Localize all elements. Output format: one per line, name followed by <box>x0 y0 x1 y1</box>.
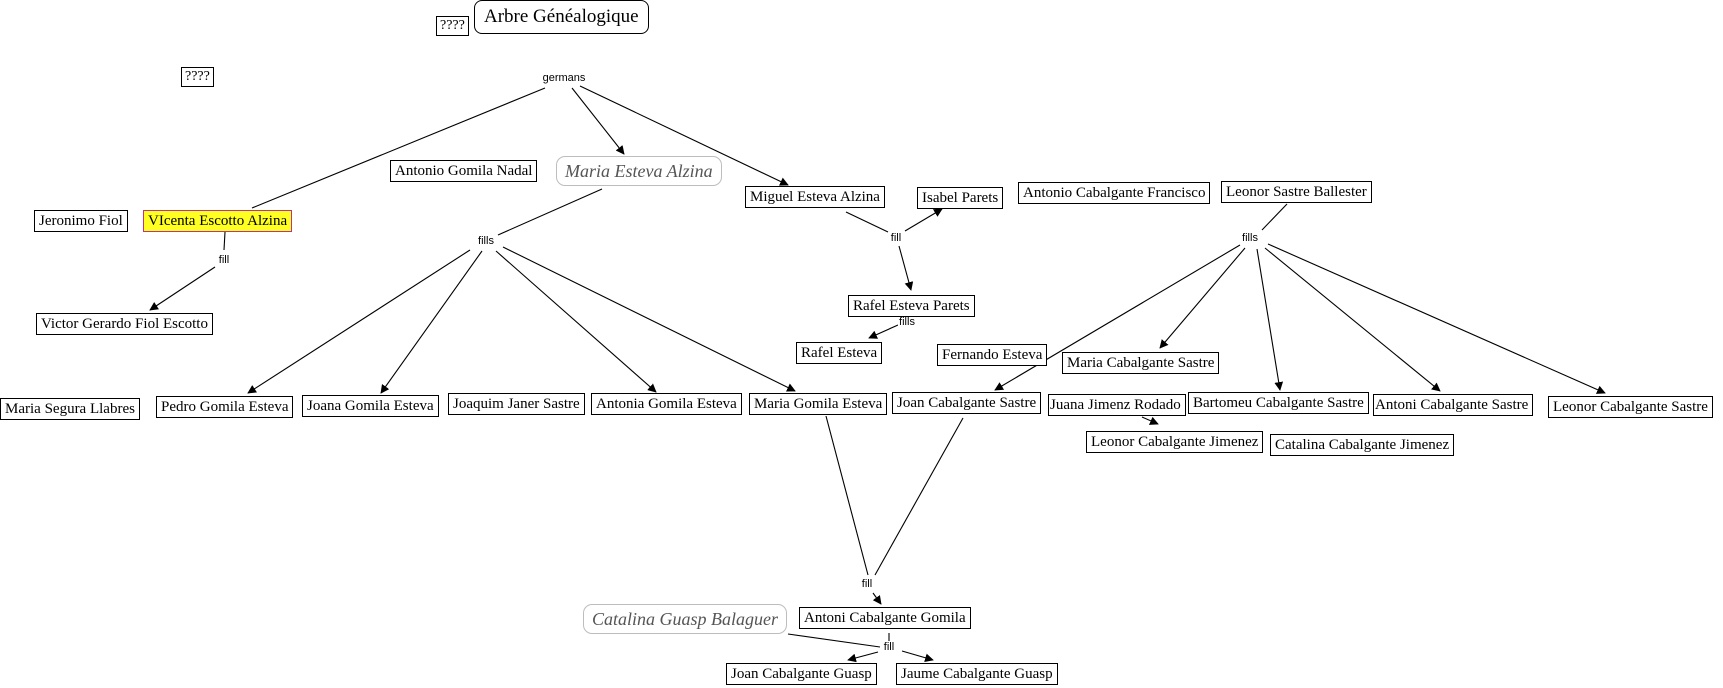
person-node-catalina-cabalgante-jimenez[interactable]: Catalina Cabalgante Jimenez <box>1270 434 1455 456</box>
person-node-rafel-esteva[interactable]: Rafel Esteva <box>796 342 883 364</box>
edge-fill-antonicg <box>872 592 882 605</box>
edge-fills-pedro <box>247 249 471 394</box>
connector-label-fill: fill <box>882 641 896 653</box>
diagram-title[interactable]: Arbre Généalogique <box>474 0 649 34</box>
person-node-pedro-gomila-esteva[interactable]: Pedro Gomila Esteva <box>156 396 294 418</box>
edge-juana-leonorcj <box>1141 416 1159 425</box>
person-node-fernando-esteva[interactable]: Fernando Esteva <box>937 344 1048 366</box>
edge-fills-bartomeu <box>1256 248 1284 391</box>
edge-fill-victor <box>149 266 216 311</box>
edge-fills-mariage <box>502 246 796 392</box>
person-node-maria-gomila-esteva[interactable]: Maria Gomila Esteva <box>749 393 888 415</box>
person-node-maria-esteva-alzina[interactable]: Maria Esteva Alzina <box>556 156 722 186</box>
person-node-leonor-cabalgante-jimenez[interactable]: Leonor Cabalgante Jimenez <box>1086 431 1264 453</box>
person-node-isabel-parets[interactable]: Isabel Parets <box>917 187 1004 209</box>
person-node-joana-gomila-esteva[interactable]: Joana Gomila Esteva <box>302 395 439 417</box>
edge-germans-miguel <box>579 85 789 186</box>
edge-leonor-fills <box>1261 203 1288 231</box>
person-node-leonor-cabalgante-sastre[interactable]: Leonor Cabalgante Sastre <box>1548 396 1713 418</box>
person-node-bartomeu-cabalgante-sastre[interactable]: Bartomeu Cabalgante Sastre <box>1188 392 1369 414</box>
person-node-antonio-gomila-nadal[interactable]: Antonio Gomila Nadal <box>390 160 538 182</box>
edge-fills-mariacs <box>1159 247 1246 349</box>
connector-label-fill: fill <box>889 232 903 244</box>
person-node-joaquim-janer-sastre[interactable]: Joaquim Janer Sastre <box>448 393 585 415</box>
person-node-victor-gerardo-fiol-escotto[interactable]: Victor Gerardo Fiol Escotto <box>36 313 213 335</box>
edge-fill-rafel <box>898 245 914 291</box>
person-node-antoni-cabalgante-gomila[interactable]: Antoni Cabalgante Gomila <box>799 607 971 629</box>
person-node-miguel-esteva-alzina[interactable]: Miguel Esteva Alzina <box>745 186 885 208</box>
edge-fills-rafele <box>868 324 899 339</box>
connector-label-fill: fill <box>860 578 874 590</box>
edge-fills-antonia <box>495 250 657 393</box>
connector-label-germans: germans <box>541 72 587 84</box>
edge-miguel-fill <box>845 211 889 233</box>
person-node-jeronimo-fiol[interactable]: Jeronimo Fiol <box>34 210 128 232</box>
unknown-node[interactable]: ???? <box>436 16 469 36</box>
edge-maria-fills <box>497 188 603 236</box>
person-node-catalina-guasp-balaguer[interactable]: Catalina Guasp Balaguer <box>583 604 788 634</box>
edge-fill-joancg <box>847 651 879 663</box>
person-node-leonor-sastre-ballester[interactable]: Leonor Sastre Ballester <box>1221 181 1372 203</box>
edge-catalina-fill <box>787 633 881 648</box>
person-node-antonia-gomila-esteva[interactable]: Antonia Gomila Esteva <box>591 393 742 415</box>
edge-vicenta-fill <box>223 231 226 251</box>
connector-label-fills: fills <box>477 235 495 247</box>
edge-fill-jaumecg <box>901 650 934 663</box>
person-node-joan-cabalgante-sastre[interactable]: Joan Cabalgante Sastre <box>892 392 1042 414</box>
connector-label-fills: fills <box>898 316 916 328</box>
person-node-joan-cabalgante-guasp[interactable]: Joan Cabalgante Guasp <box>726 663 877 685</box>
edge-germans-vicenta <box>251 87 546 209</box>
person-node-maria-cabalgante-sastre[interactable]: Maria Cabalgante Sastre <box>1062 352 1220 374</box>
person-node-juana-jimenz-rodado[interactable]: Juana Jimenz Rodado <box>1048 394 1186 416</box>
edge-fills-antonics <box>1264 247 1441 392</box>
edge-joancs-fill <box>874 417 964 576</box>
edge-fills-leonorcs <box>1267 243 1606 394</box>
person-node-rafel-esteva-parets[interactable]: Rafel Esteva Parets <box>848 295 975 317</box>
edge-fills-joana <box>380 250 483 394</box>
person-node-jaume-cabalgante-guasp[interactable]: Jaume Cabalgante Guasp <box>896 663 1058 685</box>
connector-label-fill: fill <box>217 254 231 266</box>
edge-mariage-fill <box>825 415 869 576</box>
person-node-vicenta-escotto-alzina[interactable]: VIcenta Escotto Alzina <box>143 210 293 232</box>
edge-fill-isabel <box>904 208 943 232</box>
person-node-antonio-cabalgante-francisco[interactable]: Antonio Cabalgante Francisco <box>1018 182 1211 204</box>
connector-label-fills: fills <box>1241 232 1259 244</box>
edge-germans-maria <box>571 87 625 155</box>
person-node-maria-segura-llabres[interactable]: Maria Segura Llabres <box>0 398 140 420</box>
unknown-node[interactable]: ???? <box>181 67 214 87</box>
person-node-antoni-cabalgante-sastre[interactable]: Antoni Cabalgante Sastre <box>1373 394 1534 416</box>
